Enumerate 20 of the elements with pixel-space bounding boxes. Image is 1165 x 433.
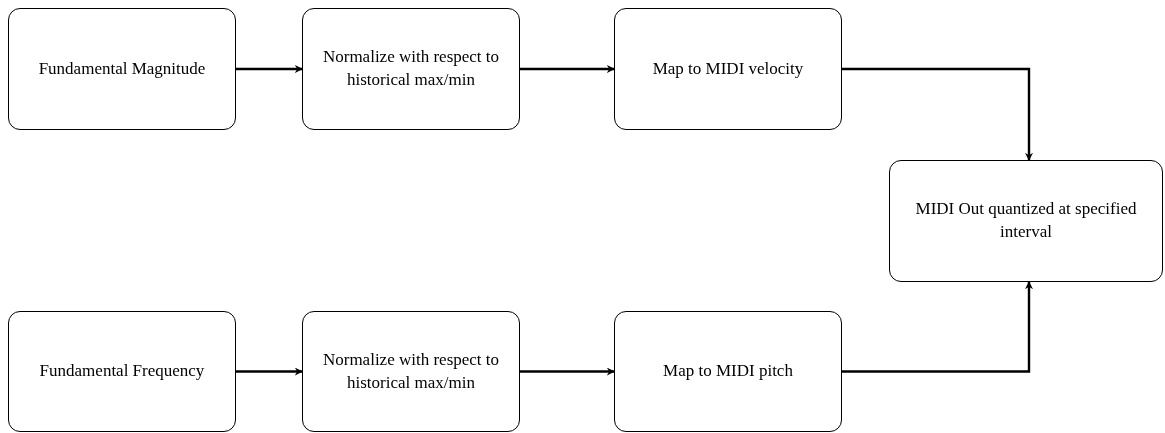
node-label: Map to MIDI velocity xyxy=(652,57,804,80)
arrow xyxy=(520,65,615,73)
arrow xyxy=(842,67,1033,161)
node-label: Normalize with respect to historical max/min xyxy=(321,348,501,394)
arrow xyxy=(236,65,303,73)
process-box xyxy=(614,311,842,432)
process-box xyxy=(302,311,520,432)
node-label: MIDI Out quantized at specified interval xyxy=(914,198,1138,243)
process-box xyxy=(8,311,236,432)
node-label: Fundamental Magnitude xyxy=(38,57,206,80)
arrow xyxy=(236,367,303,376)
process-box xyxy=(8,8,236,130)
process-box xyxy=(889,160,1163,282)
node-label: Map to MIDI pitch xyxy=(663,360,793,383)
arrow xyxy=(520,367,615,376)
arrow xyxy=(842,281,1033,373)
node-label: Fundamental Frequency xyxy=(39,360,205,383)
node-label: Normalize with respect to historical max/min xyxy=(321,46,501,91)
process-box xyxy=(614,8,842,130)
process-box xyxy=(302,8,520,130)
